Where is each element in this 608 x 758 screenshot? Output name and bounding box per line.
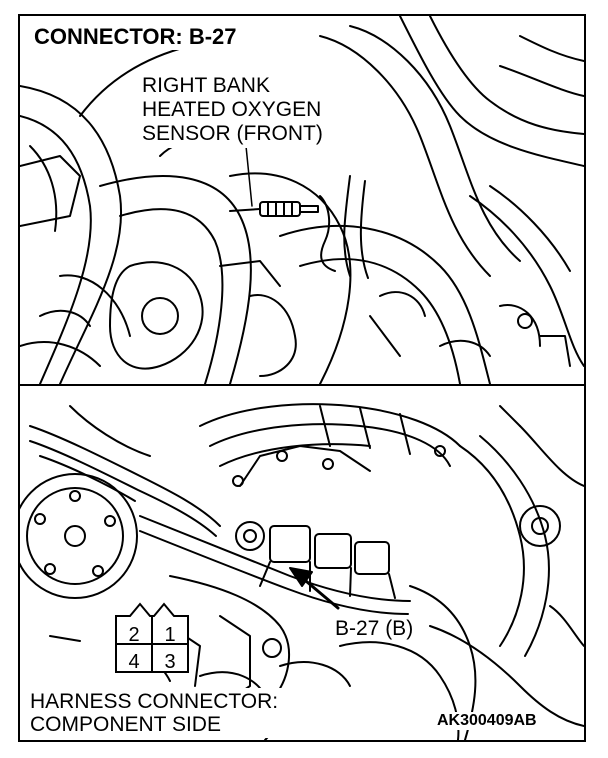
harness-connector-panel: 2 1 4 3 B-27 (B) HARNESS CONNECTOR: COMP… <box>20 386 584 740</box>
page-title: CONNECTOR: B-27 <box>30 24 241 50</box>
harness-connector-label: HARNESS CONNECTOR: COMPONENT SIDE <box>26 688 283 738</box>
diagram-frame: CONNECTOR: B-27 RIGHT BANK HEATED OXYGEN… <box>18 14 586 742</box>
connector-pin-diagram: 2 1 4 3 <box>114 602 190 674</box>
sensor-label-line-2: HEATED OXYGEN <box>142 98 322 121</box>
sensor-label-line-3: SENSOR (FRONT) <box>142 122 323 145</box>
engine-top-illustration <box>20 16 584 384</box>
pin-2: 2 <box>128 623 140 646</box>
sensor-label: RIGHT BANK HEATED OXYGEN SENSOR (FRONT) <box>138 72 327 148</box>
sensor-label-line-1: RIGHT BANK <box>142 74 270 97</box>
pin-1: 1 <box>164 623 176 646</box>
harness-label-line-2: COMPONENT SIDE <box>30 713 221 736</box>
connector-callout-label: B-27 (B) <box>332 616 417 641</box>
figure-code: AK300409AB <box>434 712 540 730</box>
pin-4: 4 <box>128 650 140 673</box>
pin-3: 3 <box>164 650 176 673</box>
harness-label-line-1: HARNESS CONNECTOR: <box>30 690 279 713</box>
engine-bottom-illustration <box>20 403 584 740</box>
sensor-location-panel: CONNECTOR: B-27 RIGHT BANK HEATED OXYGEN… <box>20 16 584 386</box>
connector-outline <box>115 602 189 673</box>
